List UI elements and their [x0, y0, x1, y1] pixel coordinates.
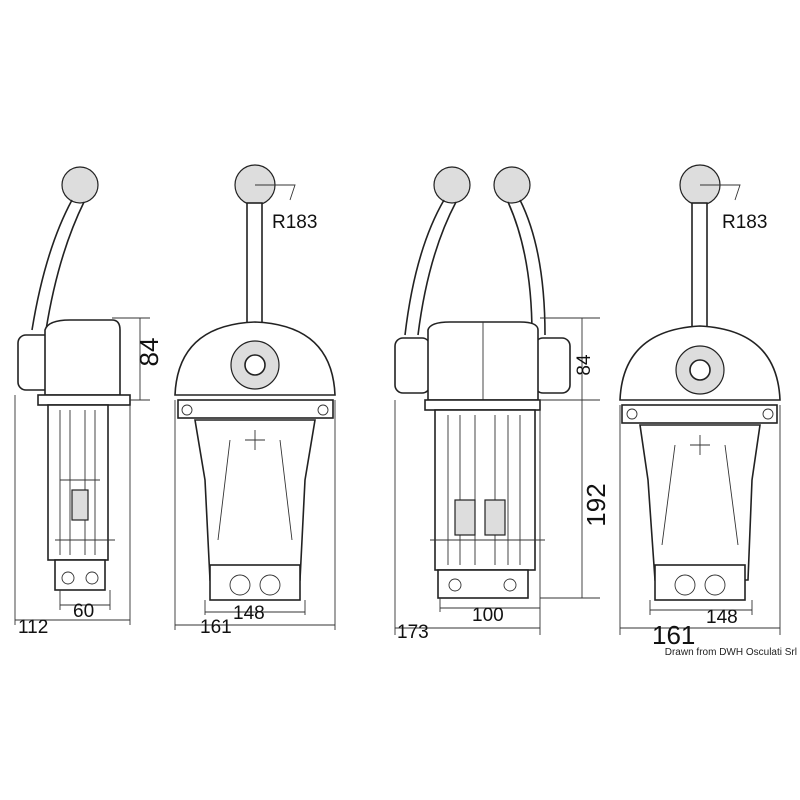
body: [47, 404, 109, 561]
dim-192: 192: [581, 483, 611, 526]
housing: [44, 319, 121, 396]
body: [639, 424, 761, 581]
single-lever-side-view: 84 112 60: [14, 166, 164, 638]
dim-148: 148: [706, 607, 738, 628]
lever-arm-left: [404, 199, 457, 336]
radius-label: R183: [272, 212, 317, 233]
dim-112: 112: [18, 617, 48, 638]
base-plate: [424, 399, 541, 411]
lever-stem: [246, 202, 263, 329]
bottom-fittings: [54, 559, 106, 591]
dim-161: 161: [652, 620, 695, 650]
lever-arm: [31, 199, 85, 331]
dim-100: 100: [472, 605, 504, 626]
lever-arm-right: [507, 199, 546, 336]
mount-plate: [621, 404, 778, 424]
dim-161: 161: [200, 617, 232, 638]
base-plate: [37, 394, 131, 406]
single-lever-front-view: R183 148 161: [174, 164, 336, 638]
mount-plate: [177, 399, 334, 419]
dual-lever-side-view: 84 192 100 173: [394, 166, 611, 643]
lever-knob: [61, 166, 99, 204]
credit-text: Drawn from DWH Osculati Srl: [665, 647, 797, 658]
lever-knob-right: [493, 166, 531, 204]
dim-84-right: 84: [574, 354, 595, 376]
lever-knob-left: [433, 166, 471, 204]
radius-label: R183: [722, 212, 767, 233]
dim-84-left: 84: [134, 338, 164, 367]
lever-stem: [691, 202, 708, 329]
dual-lever-front-view: R183 148 161: [619, 164, 781, 650]
dim-148: 148: [233, 603, 265, 624]
dim-60: 60: [73, 601, 94, 622]
dim-173: 173: [397, 622, 429, 643]
